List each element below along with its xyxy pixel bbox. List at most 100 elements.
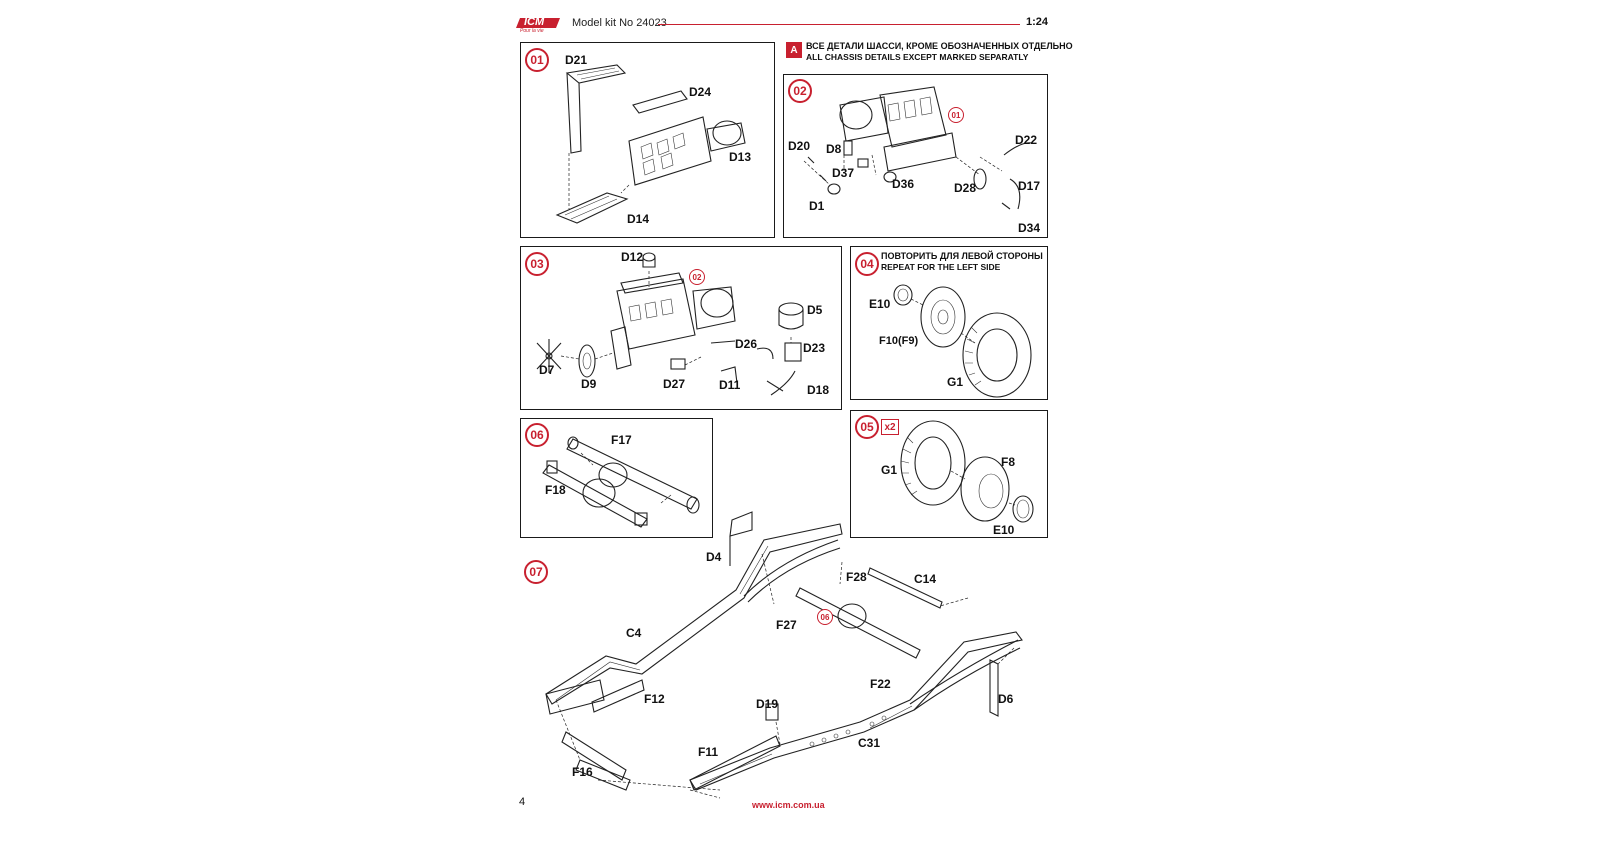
part-label: D37: [832, 166, 855, 180]
air-cleaner: [778, 302, 804, 330]
part-label: D13: [729, 150, 752, 164]
part-label: D24: [689, 85, 712, 99]
part-label: D9: [581, 377, 597, 391]
step-number: 04: [855, 252, 879, 276]
step-03-panel: 03: [520, 246, 842, 410]
multiplier-badge: x2: [881, 419, 899, 435]
oil-filter: [642, 252, 656, 268]
transmission: [706, 120, 746, 152]
part-label: F10(F9): [879, 335, 919, 347]
step-02-drawing: [803, 86, 1033, 210]
engine-assembly: [610, 272, 736, 370]
part-label: D12: [621, 250, 644, 264]
part-label: F8: [1001, 455, 1016, 469]
step-04-panel: 04 ПОВТОРИТЬ ДЛЯ ЛЕВОЙ СТОРОНЫ REPEAT FO…: [850, 246, 1048, 400]
leaf-springs: [743, 539, 1021, 711]
part-label: F17: [611, 433, 632, 447]
part-label: F11: [698, 745, 719, 759]
step-number: 02: [788, 79, 812, 103]
rear-axle-assembly: [795, 587, 921, 659]
icm-logo: ICM Pour la vie: [516, 14, 564, 36]
frame-left-rail: [545, 523, 843, 705]
part-label: F16: [572, 765, 593, 779]
step-04-note-ru: ПОВТОРИТЬ ДЛЯ ЛЕВОЙ СТОРОНЫ: [881, 251, 1043, 261]
crossmember-front: [545, 679, 627, 781]
step-05-panel: 05 x2 G1 F8 E10: [850, 410, 1048, 538]
logo-graphic: [516, 18, 560, 28]
part-label: G1: [881, 463, 898, 477]
part-label: G1: [947, 375, 964, 389]
fan: [536, 339, 562, 373]
step-06-drawing: [542, 436, 700, 528]
step-04-note-en: REPEAT FOR THE LEFT SIDE: [881, 262, 1001, 272]
axle-housing: [542, 460, 648, 528]
kit-label: Model kit No 24023: [572, 17, 667, 29]
side-rails: [575, 679, 781, 791]
part-label: D26: [735, 337, 758, 351]
part-label: D36: [892, 177, 915, 191]
part-label: E10: [993, 523, 1015, 537]
pulley: [578, 344, 596, 378]
part-label: D34: [1018, 221, 1041, 235]
part-label: D28: [954, 181, 977, 195]
part-label: D6: [998, 692, 1014, 706]
note-a-badge: A: [786, 42, 802, 58]
part-label: D18: [807, 383, 830, 397]
part-label: D17: [1018, 179, 1041, 193]
step-number: 01: [525, 48, 549, 72]
step-01-panel: 01 D21 D24 D13 D14: [520, 42, 775, 238]
part-label: D27: [663, 377, 686, 391]
part-label: D5: [807, 303, 823, 317]
step-number: 05: [855, 415, 879, 439]
part-label: D11: [719, 378, 741, 392]
part-label: C14: [914, 572, 937, 586]
oil-pan: [555, 192, 629, 224]
part-label: D22: [1015, 133, 1038, 147]
hub-ring: [893, 284, 913, 306]
manifold: [632, 90, 688, 114]
step-number: 07: [524, 560, 548, 584]
step-02-panel: 02 01 D22 D20 D8 D37 D36 D28 D17 D1 D34: [783, 74, 1048, 238]
brackets: [729, 511, 999, 721]
part-label: D7: [539, 363, 555, 377]
part-label: C4: [626, 626, 642, 640]
part-label: D4: [706, 550, 722, 564]
tire: [900, 420, 966, 506]
step-ref-badge: 06: [817, 609, 833, 625]
part-label: D8: [826, 142, 842, 156]
step-number: 03: [525, 252, 549, 276]
page-number: 4: [519, 796, 526, 808]
scale-label: 1:24: [1026, 16, 1049, 28]
valve-cover: [565, 64, 627, 154]
step-01-drawing: [555, 64, 746, 224]
part-label: F22: [870, 677, 891, 691]
part-label: D21: [565, 53, 588, 67]
part-label: F18: [545, 483, 566, 497]
step-ref-badge: 02: [689, 269, 705, 285]
engine-block: [628, 116, 712, 186]
part-label: D19: [756, 697, 779, 711]
step-05-drawing: [900, 420, 1034, 523]
step-06-panel: 06 F17 F18: [520, 418, 713, 538]
part-label: F12: [644, 692, 665, 706]
wheel-rim: [960, 456, 1010, 522]
website-link[interactable]: www.icm.com.ua: [752, 800, 825, 810]
part-label: D14: [627, 212, 650, 226]
part-label: C31: [858, 736, 881, 750]
header-rule: [658, 24, 1020, 25]
hub-ring: [1012, 495, 1034, 523]
note-a-en: ALL CHASSIS DETAILS EXCEPT MARKED SEPARA…: [806, 52, 1029, 62]
part-label: D23: [803, 341, 826, 355]
step-03-drawing: [536, 252, 804, 396]
note-a-ru: ВСЕ ДЕТАЛИ ШАССИ, КРОМЕ ОБОЗНАЧЕННЫХ ОТД…: [806, 41, 1073, 51]
small-parts: [807, 140, 1033, 210]
part-label: E10: [869, 297, 891, 311]
part-label: D1: [809, 199, 825, 213]
part-label: F27: [776, 618, 797, 632]
hoses: [670, 340, 802, 396]
logo-tagline: Pour la vie: [520, 28, 544, 34]
step-04-drawing: [893, 284, 1032, 398]
logo-text: ICM: [524, 16, 545, 28]
part-label: D20: [788, 139, 811, 153]
